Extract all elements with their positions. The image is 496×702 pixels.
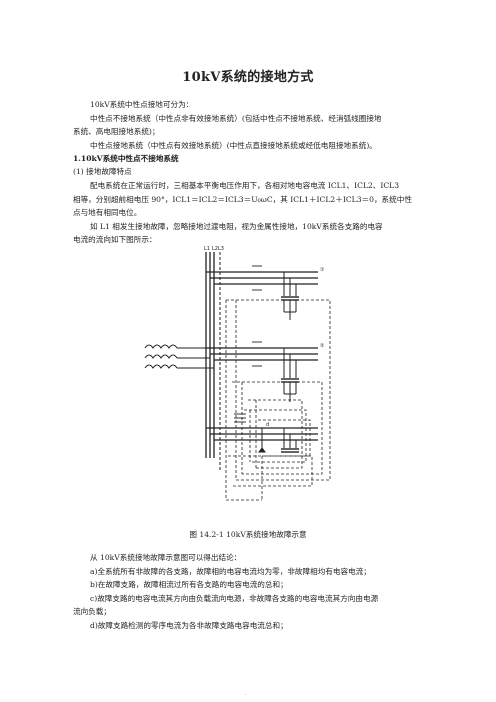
paragraph-line: 电流的流向如下图所示：	[73, 235, 157, 244]
footer-mark: .	[245, 690, 247, 697]
conclusion-lead: 从 10kV系统接地故障示意图可以得出结论：	[90, 553, 242, 562]
paragraph-line: 如 L1 相发生接地故障，忽略接地过渡电阻，视为金属性接地，10kV系统各支路的…	[90, 222, 383, 231]
svg-text:L3: L3	[218, 246, 224, 252]
conclusion-item: 流向负载；	[73, 607, 111, 616]
intro-line: 10kV系统中性点接地可分为：	[90, 100, 194, 109]
section-heading: 1.10kV系统中性点不接地系统	[73, 154, 179, 163]
intro-line: 系统、高电阻接地系统)；	[73, 127, 160, 136]
svg-text:L2: L2	[212, 246, 218, 252]
svg-text:L1: L1	[204, 246, 210, 252]
transformer-coils-icon	[144, 344, 214, 369]
conclusion-item: b)在故障支路，故障相流过所有各支路的电容电流的总和；	[90, 580, 288, 589]
subsection-heading: (1) 接地故障特点	[73, 167, 132, 176]
fault-label: d	[266, 422, 269, 428]
conclusion-item: c)故障支路的电容电流其方向由负载流向电源，非故障各支路的电容电流其方向由电源	[90, 594, 379, 603]
branch-2-label: ②	[320, 343, 325, 349]
paragraph-line: 相等，分别超前相电压 90°，ICL1＝ICL2＝ICL3＝U₀ωC，其 ICL…	[73, 195, 412, 204]
branch-1-label: ①	[320, 267, 325, 273]
conclusion-item: d)故障支路检测的零序电流为各非故障支路电容电流总和；	[90, 621, 288, 630]
figure-caption: 图 14.2-1 10kV系统接地故障示意	[189, 530, 307, 539]
intro-line: 中性点接地系统（中性点有效接地系统）(中性点直接接地系统或经低电阻接地系统)。	[90, 141, 377, 150]
document-title: 10kV系统的接地方式	[182, 70, 314, 85]
conclusion-item: a)全系统所有非故障的各支路，故障相的电容电流均为零，非故障相均有电容电流；	[90, 567, 371, 576]
intro-line: 中性点不接地系统（中性点非有效接地系统）(包括中性点不接地系统、经消弧线圈接地	[90, 114, 382, 123]
paragraph-line: 点与地有相同电位。	[73, 208, 142, 217]
paragraph-line: 配电系统在正常运行时，三相基本平衡电压作用下，各相对地电容电流 ICL1、ICL…	[90, 181, 400, 190]
